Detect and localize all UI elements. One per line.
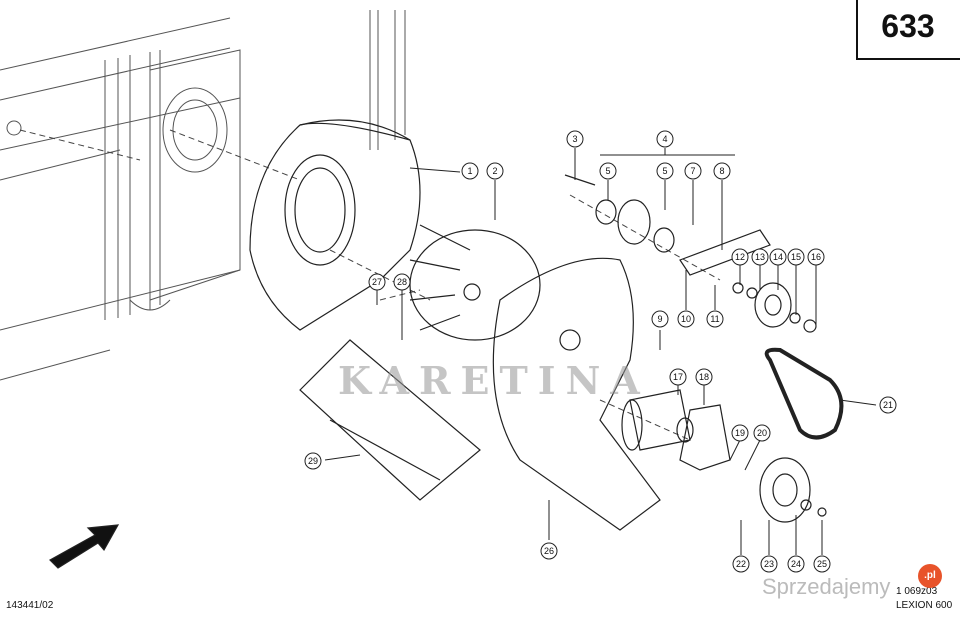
callout-20	[753, 424, 771, 442]
page-number: 633	[881, 8, 935, 44]
callout-3-label: 3	[572, 134, 577, 144]
bracket	[679, 404, 731, 471]
motor	[621, 389, 694, 451]
fan-impeller	[409, 224, 541, 341]
callout-19-label: 19	[735, 428, 745, 438]
callout-21-label: 21	[883, 400, 893, 410]
callout-9-label: 9	[657, 314, 662, 324]
callout-11-label: 11	[710, 314, 719, 324]
brand-logo: Sprzedajemy	[762, 574, 891, 599]
callout-25	[813, 555, 831, 573]
footer-model: LEXION 600	[896, 600, 953, 611]
cover-plate	[492, 257, 661, 531]
callout-26-label: 26	[544, 546, 554, 556]
callout-28-label: 28	[397, 277, 407, 287]
callout-20-label: 20	[757, 428, 767, 438]
callout-26	[540, 542, 558, 560]
deflector	[299, 339, 481, 501]
callout-22-label: 22	[736, 559, 746, 569]
callout-12-label: 12	[735, 252, 745, 262]
callout-29	[304, 452, 322, 470]
callout-4-label: 4	[662, 134, 667, 144]
callout-1-label: 1	[467, 166, 472, 176]
callout-23	[760, 555, 778, 573]
callout-22	[732, 555, 750, 573]
direction-arrow	[49, 524, 120, 569]
callout-27-label: 27	[372, 277, 382, 287]
callout-1	[461, 162, 479, 180]
callout-24-label: 24	[791, 559, 801, 569]
shaft-assembly	[564, 174, 771, 276]
callout-7-label: 7	[690, 166, 695, 176]
callout-25-label: 25	[817, 559, 827, 569]
callout-29-label: 29	[308, 456, 318, 466]
callout-10	[677, 310, 695, 328]
callout-21	[879, 396, 897, 414]
callout-2	[486, 162, 504, 180]
callout-14-label: 14	[773, 252, 783, 262]
footer-drawing-code: 1 069z03	[896, 586, 938, 597]
watermark-text: KARETINA	[338, 358, 650, 403]
callout-4	[656, 130, 674, 148]
drive-belt	[764, 347, 844, 440]
footer-left-code: 143441/02	[6, 600, 54, 611]
callout-16-label: 16	[811, 252, 821, 262]
callout-18	[695, 368, 713, 386]
callout-15	[787, 248, 805, 266]
callout-11	[706, 310, 724, 328]
callout-18-label: 18	[699, 372, 709, 382]
callout-5b	[656, 162, 674, 180]
callout-3	[566, 130, 584, 148]
callout-7	[684, 162, 702, 180]
callout-15-label: 15	[791, 252, 801, 262]
callout-9	[651, 310, 669, 328]
callout-14	[769, 248, 787, 266]
pulley-lower	[759, 457, 827, 523]
callout-27	[368, 273, 386, 291]
callout-23-label: 23	[764, 559, 774, 569]
callout-2-label: 2	[492, 166, 497, 176]
callout-24	[787, 555, 805, 573]
callout-13	[751, 248, 769, 266]
pulley-upper	[732, 282, 817, 333]
callout-10-label: 10	[681, 314, 691, 324]
callout-8-label: 8	[719, 166, 724, 176]
callout-17	[669, 368, 687, 386]
callout-5a	[599, 162, 617, 180]
callout-17-label: 17	[673, 372, 683, 382]
callout-16	[807, 248, 825, 266]
machine-frame	[0, 10, 406, 381]
callout-19	[731, 424, 749, 442]
callout-5a-label: 5	[605, 166, 610, 176]
page-number-box	[856, 0, 960, 60]
fan-housing	[249, 119, 421, 331]
callout-12	[731, 248, 749, 266]
callout-13-label: 13	[755, 252, 765, 262]
brand-badge: .pl	[918, 564, 942, 588]
callout-28	[393, 273, 411, 291]
callout-8	[713, 162, 731, 180]
callout-5b-label: 5	[662, 166, 667, 176]
